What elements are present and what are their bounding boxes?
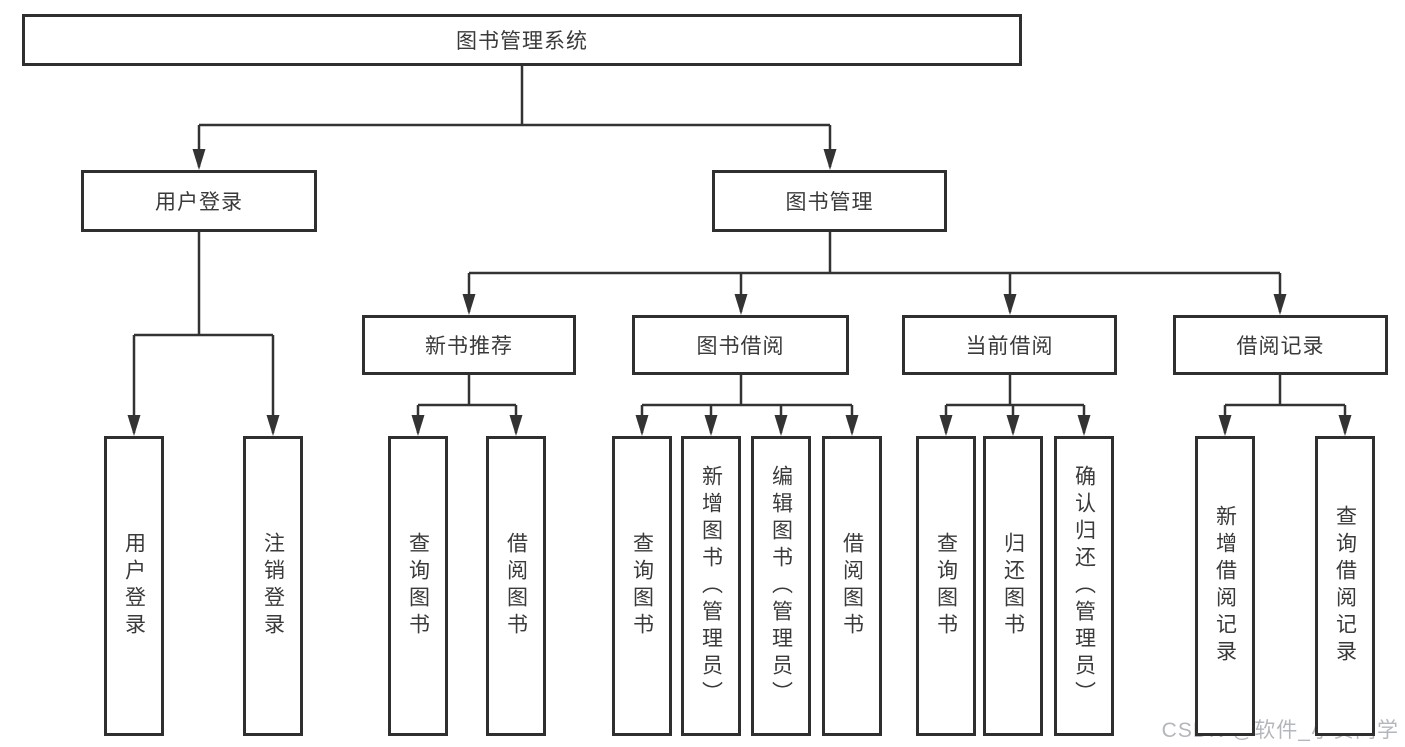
- leaf-borrow-books-recommend: 借阅图书: [486, 436, 546, 736]
- leaf-user-login: 用户登录: [104, 436, 164, 736]
- leaf-query-books-recommend: 查询图书: [388, 436, 448, 736]
- connector-book-mgmt-children: [467, 230, 1282, 312]
- node-library-management-system: 图书管理系统: [22, 14, 1022, 66]
- arrowheads: [127, 149, 1352, 436]
- leaf-logout: 注销登录: [243, 436, 303, 736]
- leaf-query-borrow-record: 查询借阅记录: [1315, 436, 1375, 736]
- connector-book-borrow-children: [640, 373, 854, 433]
- node-book-borrowing: 图书借阅: [632, 315, 849, 375]
- leaf-query-books-borrow: 查询图书: [612, 436, 672, 736]
- node-user-login: 用户登录: [81, 170, 317, 232]
- leaf-add-books-admin: 新增图书（管理员）: [681, 436, 741, 736]
- leaf-borrow-books: 借阅图书: [822, 436, 882, 736]
- connector-root-to-branches: [197, 66, 832, 167]
- leaf-confirm-return-admin: 确认归还（管理员）: [1054, 436, 1114, 736]
- node-current-borrowing: 当前借阅: [902, 315, 1117, 375]
- node-book-management: 图书管理: [712, 170, 947, 232]
- leaf-add-borrow-record: 新增借阅记录: [1195, 436, 1255, 736]
- node-new-book-recommendation: 新书推荐: [362, 315, 576, 375]
- leaf-query-books-current: 查询图书: [916, 436, 976, 736]
- leaf-return-books: 归还图书: [983, 436, 1043, 736]
- connector-user-login-children: [132, 230, 275, 433]
- connector-new-book-children: [416, 373, 518, 433]
- leaf-edit-books-admin: 编辑图书（管理员）: [751, 436, 811, 736]
- connector-borrow-record-children: [1223, 373, 1347, 433]
- node-borrowing-records: 借阅记录: [1173, 315, 1388, 375]
